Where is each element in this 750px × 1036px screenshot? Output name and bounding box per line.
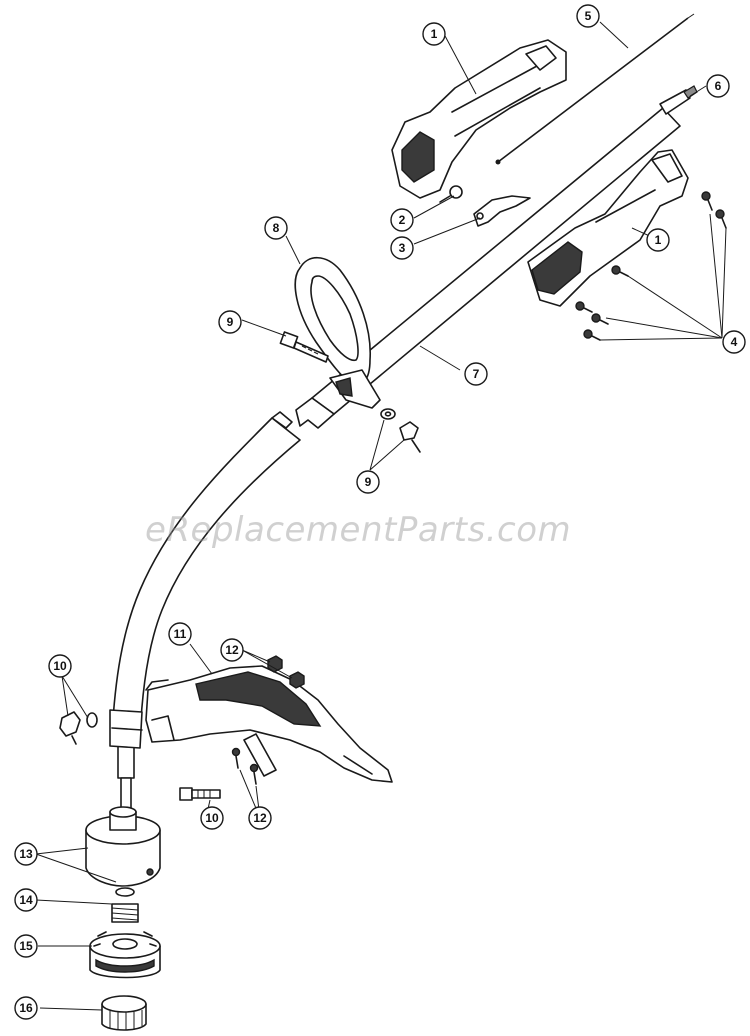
svg-text:12: 12 <box>253 811 267 825</box>
callout-10-left: 10 <box>48 654 72 678</box>
svg-text:14: 14 <box>19 893 33 907</box>
throttle-trigger <box>473 195 531 227</box>
svg-text:5: 5 <box>585 9 592 23</box>
bump-knob <box>101 995 147 1031</box>
callout-12-upper: 12 <box>220 638 244 662</box>
svg-text:9: 9 <box>365 475 372 489</box>
handle-housing-left <box>391 39 567 199</box>
guard-bolt <box>179 787 221 801</box>
callout-7: 7 <box>464 362 488 386</box>
handle-wing-knob <box>399 421 421 453</box>
callout-2: 2 <box>390 208 414 232</box>
callout-13: 13 <box>14 842 38 866</box>
callout-1-right: 1 <box>646 228 670 252</box>
callout-6: 6 <box>706 74 730 98</box>
housing-screws <box>575 191 727 341</box>
svg-text:4: 4 <box>731 335 738 349</box>
svg-text:1: 1 <box>655 233 662 247</box>
callout-12-lower: 12 <box>248 806 272 830</box>
head-spring <box>111 903 139 923</box>
handle-housing-right <box>527 149 689 307</box>
handle-washer <box>380 408 396 420</box>
curved-lower-tube <box>109 417 301 811</box>
callout-5: 5 <box>576 4 600 28</box>
callout-9-upper: 9 <box>218 310 242 334</box>
svg-text:11: 11 <box>174 627 187 641</box>
flex-shaft-tip <box>659 85 698 115</box>
tube-clamp-washer <box>86 712 98 728</box>
callout-14: 14 <box>14 888 38 912</box>
svg-text:12: 12 <box>225 643 239 657</box>
screw <box>583 329 601 341</box>
callout-16: 16 <box>14 996 38 1020</box>
svg-text:10: 10 <box>205 811 219 825</box>
callout-3: 3 <box>390 236 414 260</box>
head-washer <box>115 887 135 897</box>
guard-screw-left <box>231 747 241 769</box>
guard-nut-lower <box>289 671 305 689</box>
trimmer-head-housing <box>85 806 161 887</box>
screw <box>715 209 727 229</box>
callout-8: 8 <box>264 216 288 240</box>
svg-text:6: 6 <box>715 79 722 93</box>
svg-text:16: 16 <box>19 1001 33 1015</box>
callout-9-lower: 9 <box>356 470 380 494</box>
svg-text:3: 3 <box>399 241 406 255</box>
callout-1-top: 1 <box>422 22 446 46</box>
screw <box>575 301 593 313</box>
svg-text:8: 8 <box>273 221 280 235</box>
svg-text:10: 10 <box>53 659 67 673</box>
svg-text:9: 9 <box>227 315 234 329</box>
guard-bracket-plate <box>243 733 277 777</box>
assist-loop-handle <box>294 256 381 409</box>
svg-text:1: 1 <box>431 27 438 41</box>
watermark-text: eReplacementParts.com <box>145 510 572 550</box>
trimmer-guard <box>145 665 393 783</box>
svg-text:2: 2 <box>399 213 406 227</box>
svg-text:7: 7 <box>473 367 480 381</box>
callout-4: 4 <box>722 330 746 354</box>
throttle-cable <box>495 13 695 165</box>
svg-text:13: 13 <box>19 847 33 861</box>
screw <box>591 313 609 325</box>
callout-11: 11 <box>168 622 192 646</box>
svg-text:15: 15 <box>19 939 33 953</box>
callout-10-lower: 10 <box>200 806 224 830</box>
guard-screw-right <box>249 763 259 785</box>
line-spool <box>89 931 161 979</box>
leader-lines <box>35 21 727 1011</box>
throttle-spring <box>439 185 463 203</box>
callout-15: 15 <box>14 934 38 958</box>
screw <box>611 265 629 277</box>
screw <box>701 191 713 211</box>
drive-shaft-tube <box>271 107 681 429</box>
guard-nut-upper <box>267 655 283 673</box>
tube-clamp-wing-nut <box>59 711 81 745</box>
